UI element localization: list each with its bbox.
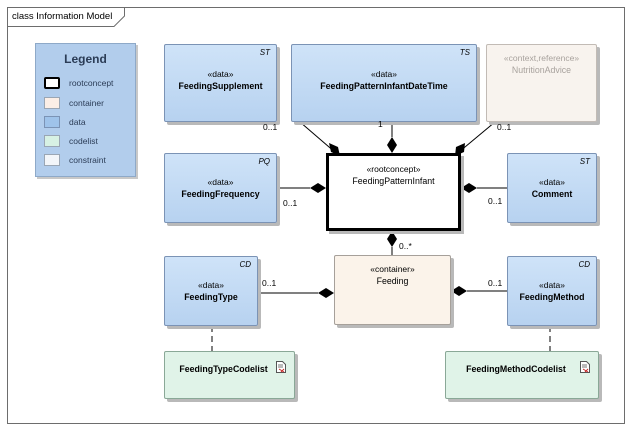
stereotype: «rootconcept» <box>366 164 421 174</box>
class-feeding-method[interactable]: CD «data» FeedingMethod <box>507 256 597 326</box>
stereotype: «data» <box>198 280 224 290</box>
class-name: FeedingTypeCodelist <box>179 364 268 374</box>
multiplicity-supplement: 0..1 <box>263 122 278 132</box>
stereotype: «data» <box>539 177 565 187</box>
diamond-date-time <box>387 137 397 153</box>
legend: Legend rootconcept container data codeli… <box>35 43 136 177</box>
stereotype: «data» <box>207 177 234 187</box>
multiplicity-frequency: 0..1 <box>283 198 298 208</box>
connector-nutrition-advice <box>458 121 496 153</box>
document-icon <box>276 361 286 373</box>
stereotype: «container» <box>370 264 415 274</box>
class-name: FeedingSupplement <box>178 81 263 91</box>
type-tag: ST <box>259 48 270 57</box>
connector-supplement <box>299 121 337 154</box>
diamond-comment <box>461 183 477 193</box>
type-tag: PQ <box>258 157 270 166</box>
class-feeding-frequency[interactable]: PQ «data» FeedingFrequency <box>164 153 277 223</box>
frame-title-tab: class Information Model <box>7 7 125 27</box>
legend-title: Legend <box>64 52 107 66</box>
type-tag: TS <box>459 48 470 57</box>
stereotype: «data» <box>539 280 565 290</box>
legend-label-codelist: codelist <box>69 136 98 146</box>
diamond-feeding-type <box>318 288 334 298</box>
class-name: FeedingMethodCodelist <box>466 364 566 374</box>
container-swatch <box>44 97 60 109</box>
class-feeding[interactable]: «container» Feeding <box>334 255 451 325</box>
class-name: FeedingMethod <box>519 292 585 302</box>
multiplicity-date-time: 1 <box>378 119 383 129</box>
class-name: FeedingType <box>184 292 238 302</box>
class-name: FeedingFrequency <box>181 189 260 199</box>
multiplicity-nutrition-advice: 0..1 <box>497 122 512 132</box>
stereotype: «data» <box>207 69 234 79</box>
class-comment[interactable]: ST «data» Comment <box>507 153 597 223</box>
document-icon <box>580 361 590 373</box>
legend-label-constraint: constraint <box>69 155 106 165</box>
legend-label-container: container <box>69 98 104 108</box>
stereotype: «context,reference» <box>503 53 580 63</box>
class-name: FeedingPatternInfant <box>352 176 435 186</box>
class-name: NutritionAdvice <box>511 65 572 75</box>
class-feeding-method-codelist[interactable]: FeedingMethodCodelist <box>445 351 599 399</box>
multiplicity-feeding-method: 0..1 <box>488 278 503 288</box>
frame-title: class Information Model <box>12 11 113 22</box>
class-feeding-type[interactable]: CD «data» FeedingType <box>164 256 258 326</box>
rootconcept-swatch <box>44 77 60 89</box>
class-feeding-pattern-infant-date-time[interactable]: TS «data» FeedingPatternInfantDateTime <box>291 44 477 122</box>
multiplicity-feeding: 0..* <box>399 241 412 251</box>
codelist-swatch <box>44 135 60 147</box>
class-nutrition-advice[interactable]: «context,reference» NutritionAdvice <box>486 44 597 122</box>
legend-label-data: data <box>69 117 86 127</box>
diamond-feeding-method <box>451 286 467 296</box>
type-tag: ST <box>579 157 590 166</box>
data-swatch <box>44 116 60 128</box>
multiplicity-feeding-type: 0..1 <box>262 278 277 288</box>
diamond-feeding <box>387 231 397 247</box>
class-name: Feeding <box>376 276 409 286</box>
type-tag: CD <box>239 260 251 269</box>
class-feeding-pattern-infant[interactable]: «rootconcept» FeedingPatternInfant <box>326 153 461 231</box>
constraint-swatch <box>44 154 60 166</box>
class-name: FeedingPatternInfantDateTime <box>320 81 448 91</box>
diamond-nutrition-advice <box>455 143 465 156</box>
class-name: Comment <box>531 189 573 199</box>
legend-label-rootconcept: rootconcept <box>69 78 114 88</box>
type-tag: CD <box>578 260 590 269</box>
class-feeding-type-codelist[interactable]: FeedingTypeCodelist <box>164 351 295 399</box>
stereotype: «data» <box>371 69 397 79</box>
diamond-supplement <box>329 143 340 156</box>
class-feeding-supplement[interactable]: ST «data» FeedingSupplement <box>164 44 277 122</box>
frame-tab-outline <box>7 7 125 27</box>
multiplicity-comment: 0..1 <box>488 196 503 206</box>
diamond-frequency <box>310 183 326 193</box>
